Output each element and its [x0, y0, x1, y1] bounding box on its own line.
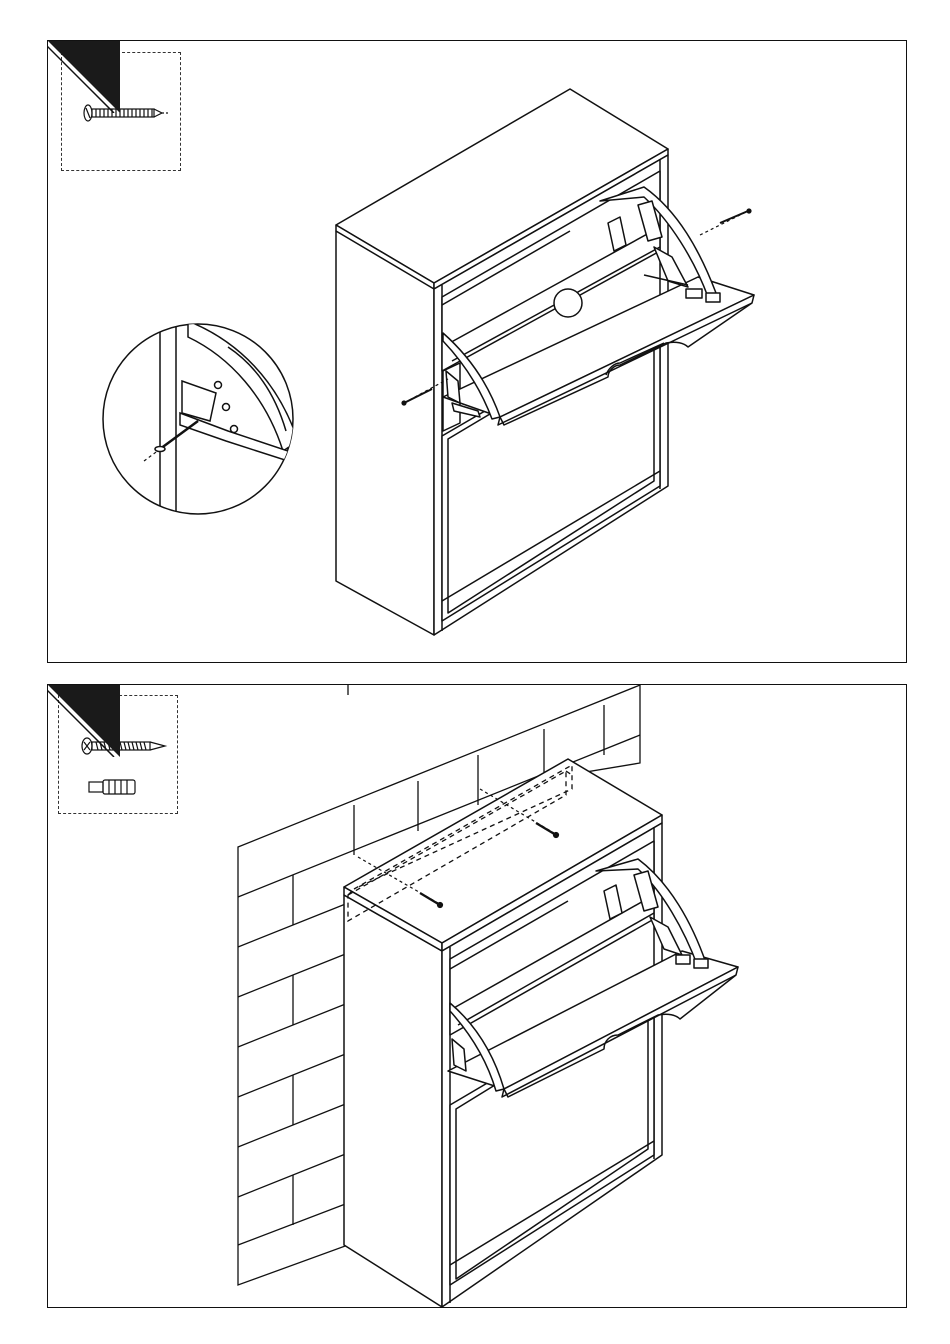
step-panel-attach-flap — [47, 40, 907, 663]
wall-mount-illustration — [48, 685, 907, 1308]
screw-right — [720, 211, 748, 223]
drawer-knob — [554, 289, 582, 317]
cabinet-side-panel — [336, 231, 434, 635]
cabinet-side-panel — [344, 895, 442, 1307]
zoom-detail-screw-hinge — [103, 311, 298, 521]
cabinet-illustration — [48, 41, 907, 663]
step-panel-wall-mount — [47, 684, 907, 1308]
